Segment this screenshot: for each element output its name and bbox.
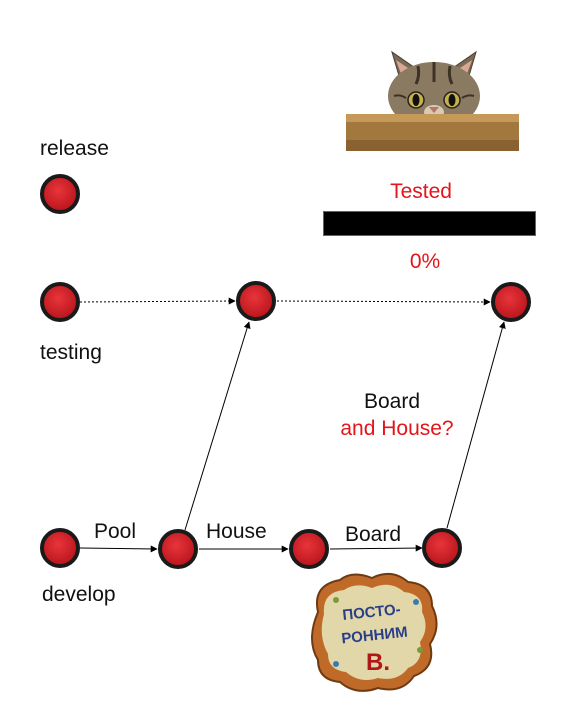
edge-label-pool: Pool <box>94 520 137 543</box>
question-line1: Board <box>363 390 421 413</box>
edge-develop-1-to-2 <box>79 545 158 553</box>
node-testing-1[interactable] <box>40 282 80 322</box>
node-testing-3[interactable] <box>491 282 531 322</box>
tested-progress-text: 0% <box>409 250 441 273</box>
stamp-text-line2: РОННИМ <box>341 624 409 648</box>
cat-illustration <box>346 50 519 151</box>
branch-label-release: release <box>40 137 109 160</box>
stamp-text-line3: В. <box>366 649 390 676</box>
node-develop-2[interactable] <box>158 529 198 569</box>
edge-label-board: Board <box>345 523 402 546</box>
edge-testing-1-to-2 <box>79 297 236 305</box>
branch-label-develop: develop <box>42 583 116 606</box>
edge-testing-2-to-3 <box>276 298 491 306</box>
edge-develop-3-to-4 <box>329 544 423 552</box>
edge-label-house: House <box>206 520 267 543</box>
edge-develop-2-to-testing-2 <box>184 321 251 531</box>
tested-label: Tested <box>390 180 452 203</box>
question-line2: and House? <box>340 417 454 440</box>
node-develop-4[interactable] <box>422 528 462 568</box>
node-release-1[interactable] <box>40 174 80 214</box>
edge-develop-4-to-testing-3 <box>446 321 506 529</box>
stamp-illustration: ПОСТО- РОННИМ В. <box>311 572 438 692</box>
tested-progress-bar <box>323 211 536 236</box>
node-develop-3[interactable] <box>289 529 329 569</box>
branch-label-testing: testing <box>40 341 102 364</box>
node-testing-2[interactable] <box>236 281 276 321</box>
node-develop-1[interactable] <box>40 528 80 568</box>
stamp-text-line1: ПОСТО- <box>342 601 402 624</box>
